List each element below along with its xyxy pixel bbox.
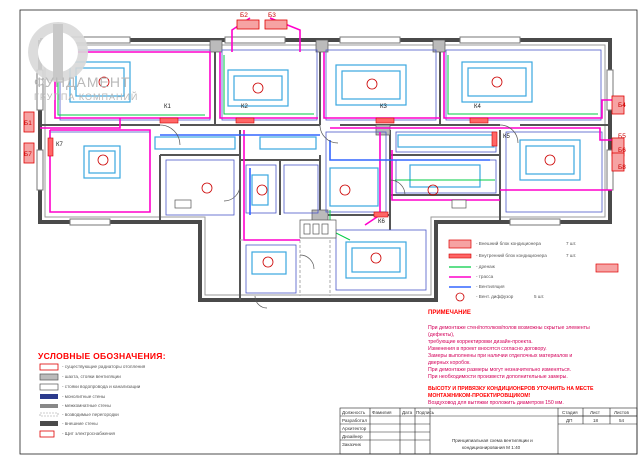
outdoor-tag-b1: Б1 — [24, 120, 32, 127]
tb-header-sign: Подпись — [416, 410, 435, 415]
legend-diffusers: - Вент. диффузор — [476, 294, 514, 299]
legend-item-shafts: - шахта, стояки вентиляции — [62, 374, 121, 379]
legend-item-panel: - Щит электроснабжения — [62, 431, 115, 436]
legend-ventilation: - Вентиляция — [476, 284, 505, 289]
outdoor-tag-b2: Б2 — [240, 12, 248, 19]
tb-role: Заказчик — [342, 442, 361, 447]
note-line: При необходимости произвести дополнитель… — [428, 374, 568, 380]
logo-subtitle: ГРУППА КОМПАНИЙ — [34, 92, 139, 102]
equipment-legend-swatches — [448, 239, 472, 302]
legend-outdoor-units-count: 7 шт. — [566, 241, 577, 246]
tb-header-date: Дата — [402, 410, 413, 415]
tb-role: Дизайнер — [342, 434, 363, 439]
legend-diffusers-count: 5 шт. — [534, 294, 545, 299]
outdoor-unit-sample — [595, 263, 619, 273]
legend-route: - трасса — [476, 274, 494, 279]
notes-header: ПРИМЕЧАНИЕ — [428, 310, 471, 316]
drawing-frame — [19, 9, 638, 455]
note-line: При демонтаже размеры могут незначительн… — [428, 367, 572, 373]
tb-val-sheet: 18 — [593, 418, 599, 423]
ceiling-features — [69, 61, 581, 279]
indoor-units — [47, 117, 498, 218]
tb-col-sheets: Листов — [614, 410, 629, 415]
tb-sheet-title-2: кондиционирования М 1:40 — [462, 445, 521, 450]
legend-outdoor-units: - Внешний блок кондиционера — [476, 241, 541, 246]
indoor-tag-k7: К7 — [56, 142, 63, 148]
company-logo — [28, 22, 89, 82]
tb-col-stage: Стадия — [562, 410, 578, 415]
refrigerant-routes — [40, 17, 612, 241]
tb-val-sheets: 54 — [619, 418, 625, 423]
note-line: (дефекты), — [428, 332, 455, 338]
tb-role: Разработал — [342, 418, 368, 423]
legend-item-monolithic: - монолитные стены — [62, 394, 106, 399]
tb-val-stage: ДП — [566, 418, 573, 423]
outer-walls-inner — [44, 44, 606, 296]
doors — [159, 124, 519, 309]
diffusers — [97, 76, 556, 268]
note-line: При демонтаже стен/потолков/полов возмож… — [428, 325, 590, 331]
legend-indoor-units-count: 7 шт. — [566, 253, 577, 258]
tb-role: Архитектор — [342, 426, 367, 431]
indoor-tag-k4: К4 — [474, 104, 481, 110]
logo-title: ФУНДАМЕНТ — [34, 74, 131, 90]
indoor-tag-k3: К3 — [380, 104, 387, 110]
outdoor-units — [23, 19, 625, 172]
indoor-tag-k2: К2 — [241, 104, 248, 110]
notes-block: ПРИМЕЧАНИЕ При демонтаже стен/потолков/п… — [428, 310, 633, 407]
note-emphasis: МОНТАЖНИКОМ-ПРОЕКТИРОВЩИКОМ! — [428, 393, 531, 399]
outdoor-tag-b7: Б7 — [24, 151, 32, 158]
indoor-tag-k5: К5 — [503, 134, 510, 140]
tb-col-sheet: Лист — [590, 410, 600, 415]
legend-item-partitions: - возводимые перегородки — [62, 412, 119, 417]
outdoor-tag-b5: Б5 — [618, 133, 626, 140]
note-last: Воздуховод для вытяжки проложить диаметр… — [428, 400, 564, 406]
indoor-tag-k1: К1 — [164, 104, 171, 110]
outdoor-tag-b8: Б8 — [618, 164, 626, 171]
legend-swatches — [39, 363, 59, 438]
outdoor-tag-b4: Б4 — [618, 102, 626, 109]
ventilation-ducts — [160, 134, 490, 215]
fixtures — [174, 199, 467, 239]
legend-item-risers: - стояки водопровода и канализации — [62, 384, 141, 389]
note-emphasis: ВЫСОТУ И ПРИВЯЗКУ КОНДИЦИОНЕРОВ УТОЧНИТЬ… — [428, 386, 594, 392]
note-line: требующие корректировки дизайн-проекта. — [428, 339, 533, 345]
legend-item-external: - внешние стены — [62, 421, 98, 426]
note-line: дверных коробок. — [428, 360, 471, 366]
tb-header-surname: Фамилия — [372, 410, 392, 415]
tb-sheet-title-1: Принципиальная схема вентиляции и — [452, 438, 533, 443]
ventilation-shafts — [209, 39, 446, 227]
windows — [36, 36, 614, 226]
indoor-tag-k6: К6 — [378, 219, 385, 225]
title-block-lines — [339, 407, 638, 455]
legend-title: УСЛОВНЫЕ ОБОЗНАЧЕНИЯ: — [38, 351, 166, 361]
note-line: Изменения в проект вносятся согласно дог… — [428, 346, 547, 352]
outdoor-tag-b6: Б6 — [618, 147, 626, 154]
outdoor-tag-b3: Б3 — [268, 12, 276, 19]
tb-header-position: Должность — [342, 410, 366, 415]
legend-indoor-units: - Внутренний блок кондиционера — [476, 253, 547, 258]
note-line: Замеры выполнены при наличии отделочных … — [428, 353, 573, 359]
legend-item-interior: - межкомнатные стены — [62, 403, 111, 408]
partitions — [240, 239, 331, 296]
legend-drain: - дренаж — [476, 264, 495, 269]
legend-item-radiators: - существующие радиаторы отопления — [62, 364, 146, 369]
